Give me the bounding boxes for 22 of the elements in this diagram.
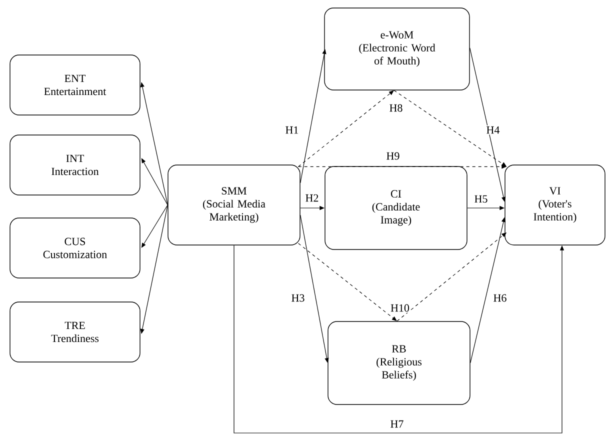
edge-label: H6 [492, 293, 508, 303]
rounded-box: RB (Religious Beliefs) [328, 321, 470, 405]
edge-label: H7 [389, 419, 405, 429]
rounded-box: CUS Customization [10, 218, 140, 278]
rounded-box: SMM (Social Media Marketing) [168, 164, 300, 246]
rounded-box: CI (Candidate Image) [324, 166, 468, 250]
edge-label: H1 [284, 125, 300, 135]
arrow [141, 204, 168, 248]
rounded-box: ENT Entertainment [10, 54, 140, 116]
edge-label: H8 [388, 103, 404, 113]
rounded-box: VI (Voter's Intention) [504, 164, 606, 246]
edge-label: H3 [290, 293, 306, 303]
edge-label: H4 [485, 125, 501, 135]
rounded-box: INT Interaction [10, 134, 140, 196]
arrow [140, 82, 168, 206]
edge-label: H10 [390, 303, 410, 313]
rounded-box: TRE Trendiness [10, 302, 140, 362]
edge-label: H2 [304, 193, 320, 203]
rounded-box: e-WoM (Electronic Word of Mouth) [324, 8, 470, 90]
edge-label: H5 [473, 194, 489, 204]
arrow [141, 158, 168, 206]
edge-label: H9 [385, 151, 401, 161]
